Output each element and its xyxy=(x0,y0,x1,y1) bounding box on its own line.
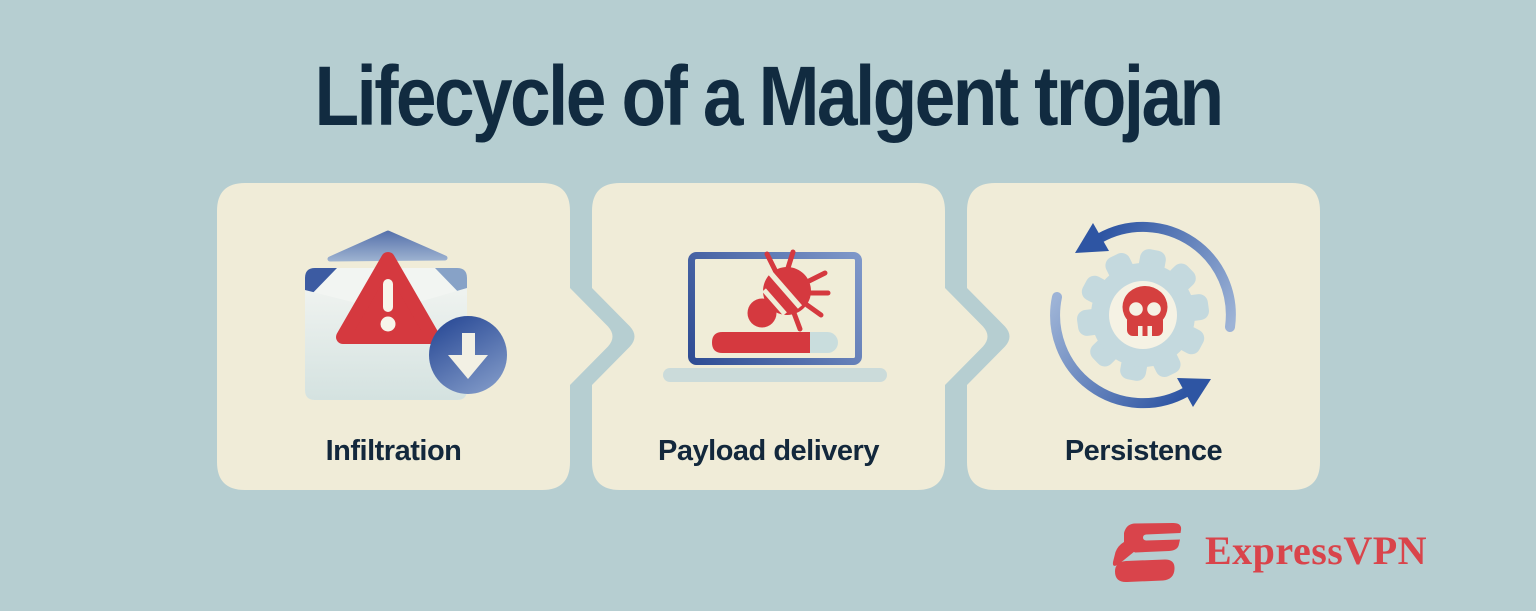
cycle-arrows-glyph xyxy=(1050,221,1236,409)
steps-row: Infiltration Payload delivery Persistenc… xyxy=(217,183,1320,490)
skull-glyph xyxy=(1122,286,1168,337)
bug-glyph xyxy=(764,249,831,332)
brand-wordmark: ExpressVPN xyxy=(1205,528,1428,573)
malicious-email-download-icon xyxy=(305,230,507,400)
step-label-infiltration: Infiltration xyxy=(325,435,462,467)
brand-logo: ExpressVPN xyxy=(1108,520,1427,586)
step-label-persistence: Persistence xyxy=(1064,435,1223,467)
infected-laptop-progress-icon xyxy=(663,249,887,382)
steps-artwork xyxy=(217,183,1320,490)
skull-gear-cycle-icon xyxy=(1050,221,1236,409)
step-label-payload-delivery: Payload delivery xyxy=(658,435,879,467)
expressvpn-logomark-icon xyxy=(1112,523,1182,583)
page-title: Lifecycle of a Malgent trojan xyxy=(314,49,1224,143)
